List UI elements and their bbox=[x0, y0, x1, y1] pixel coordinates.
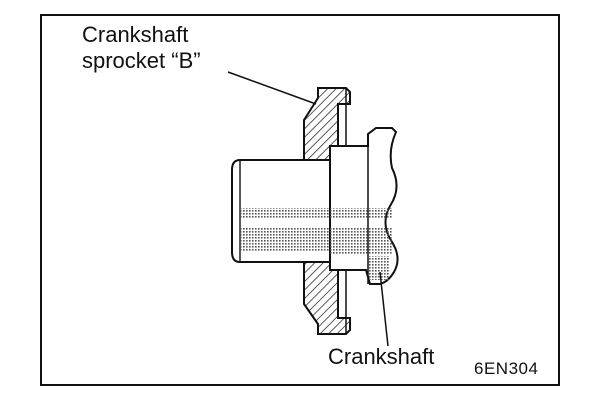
sprocket-lower-section bbox=[303, 261, 351, 335]
sprocket-leader-line bbox=[227, 71, 317, 105]
figure-code: 6EN304 bbox=[474, 359, 539, 378]
sprocket-label-line1: Crankshaft bbox=[82, 22, 189, 47]
sprocket-label: Crankshaft sprocket “B” bbox=[82, 22, 201, 74]
shaft-shading bbox=[240, 208, 330, 252]
crankshaft-label: Crankshaft bbox=[328, 344, 435, 369]
crankshaft-leader-line bbox=[379, 271, 389, 347]
sprocket-label-line2: sprocket “B” bbox=[82, 48, 201, 73]
sprocket-upper-section bbox=[303, 87, 351, 161]
crankshaft-body bbox=[329, 127, 399, 285]
